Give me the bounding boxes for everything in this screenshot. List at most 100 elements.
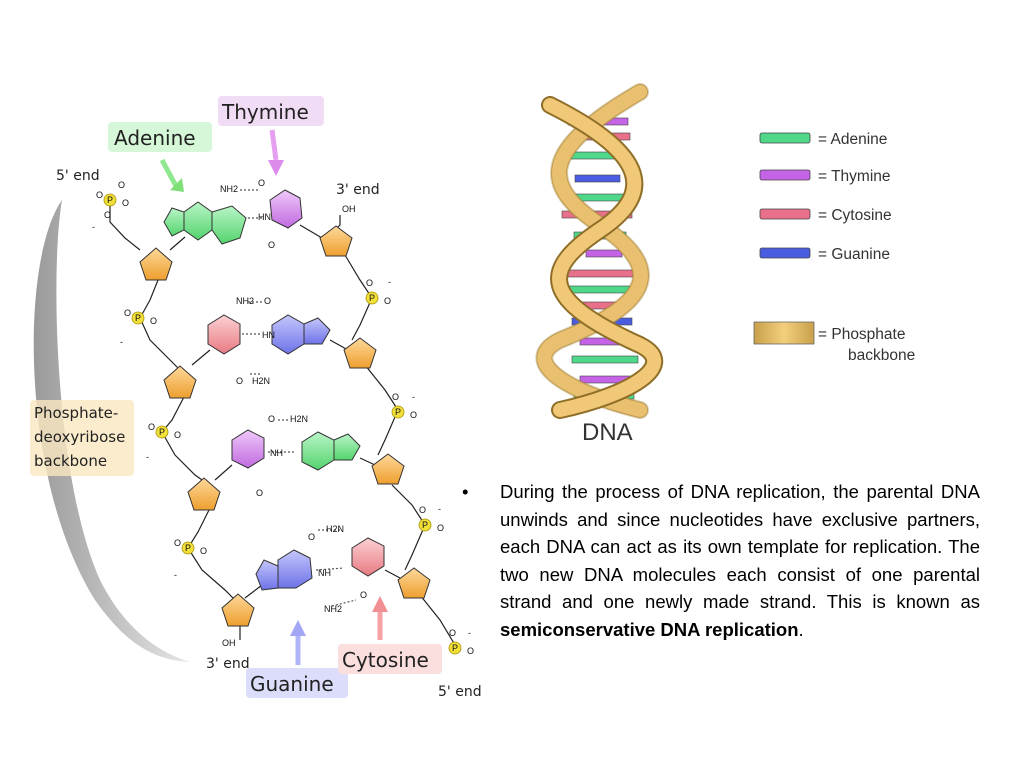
legend-label-adenine: = Adenine — [818, 131, 887, 148]
o-label: O — [360, 590, 367, 600]
o-label: O — [268, 240, 275, 250]
sugar-right-1 — [319, 225, 353, 257]
sugar-left-2 — [163, 365, 197, 399]
phosphate-4 — [181, 541, 195, 555]
chemical-structure: P P P P P P P P O O O O O O O O O O O O … — [30, 96, 482, 700]
o-label: O — [437, 523, 444, 533]
thymine-base-ring-2 — [231, 429, 265, 469]
o-label: O — [118, 180, 125, 190]
oh-label: OH — [342, 204, 356, 214]
glycosidic-bonds — [169, 224, 401, 599]
o-label: O — [467, 646, 474, 656]
guanine-imidazole-4 — [255, 559, 279, 591]
thymine-label-bg — [218, 96, 324, 126]
phosphate-5 — [365, 291, 379, 305]
hn-label: HN — [262, 330, 275, 340]
cytosine-base-ring-4 — [351, 537, 385, 577]
phosphate-p-labels: P P P P P P P P — [107, 195, 458, 653]
phosphate-oxygen-labels: O O O O O O O O O O O O O O O O O O — [96, 180, 474, 656]
p-label: P — [422, 520, 428, 530]
o-label: O — [264, 296, 271, 306]
charge-label: - — [438, 504, 441, 514]
sugar-left-3 — [187, 477, 221, 511]
legend-swatch-cytosine — [759, 208, 811, 220]
adenine-six-ring — [211, 205, 247, 245]
o-label: O — [96, 190, 103, 200]
o-label: O — [122, 198, 129, 208]
o-label: O — [449, 628, 456, 638]
o-label: O — [410, 410, 417, 420]
five-prime-end-top: 5' end — [56, 168, 100, 184]
guanine-imidazole-1 — [303, 317, 331, 345]
helix-title: DNA — [582, 419, 633, 446]
hn-label: HN — [258, 212, 271, 222]
three-prime-end-top: 3' end — [336, 182, 380, 198]
hydrogen-bonds — [240, 189, 357, 607]
description-tail: . — [798, 618, 804, 640]
o-label: O — [268, 414, 275, 424]
nh-label: NH — [270, 448, 283, 458]
o-label: O — [150, 316, 157, 326]
legend-label-backbone-1: = Phosphate — [818, 326, 905, 343]
o-label: O — [258, 178, 265, 188]
o-label: O — [124, 308, 131, 318]
cytosine-base-ring-1 — [207, 314, 241, 355]
guanine-label-bg — [246, 668, 348, 698]
o-label: O — [384, 296, 391, 306]
description-text: During the process of DNA replication, t… — [500, 478, 980, 643]
phosphate-7 — [418, 518, 432, 532]
phosphate-2 — [131, 311, 145, 325]
cytosine-label: Cytosine — [342, 648, 429, 672]
backbone-label-line-3: backbone — [34, 452, 107, 470]
charge-label: - — [174, 570, 177, 580]
thymine-arrow — [268, 129, 284, 176]
sugars — [139, 225, 431, 627]
charge-label: - — [468, 628, 471, 638]
legend-swatch-backbone — [753, 321, 815, 345]
nh2-label: NH2 — [324, 604, 342, 614]
oh-label: OH — [222, 638, 236, 648]
sugar-right-2 — [343, 337, 377, 369]
right-strand-bonds — [329, 215, 456, 646]
o-label: O — [256, 488, 263, 498]
legend-label-backbone-2: backbone — [848, 347, 915, 364]
description-body: During the process of DNA replication, t… — [500, 481, 980, 612]
charge-label: - — [412, 392, 415, 402]
nh2-label: NH2 — [236, 296, 254, 306]
p-label: P — [135, 313, 141, 323]
phosphate-3 — [155, 425, 169, 439]
legend-label-cytosine: = Cytosine — [818, 207, 892, 224]
legend-swatch-guanine — [759, 247, 811, 259]
o-label: O — [308, 532, 315, 542]
h2n-label: H2N — [252, 376, 270, 386]
legend-swatch-thymine — [759, 169, 811, 181]
three-prime-end-bottom: 3' end — [206, 656, 250, 672]
bullet-marker: • — [462, 481, 469, 502]
o-label: O — [236, 376, 243, 386]
charge-label: - — [388, 277, 391, 287]
o-label: O — [174, 430, 181, 440]
charge-label: - — [120, 337, 123, 347]
sugar-left-1 — [139, 247, 173, 281]
o-label: O — [104, 210, 111, 220]
nh-label: NH — [318, 568, 331, 578]
p-label: P — [452, 643, 458, 653]
cytosine-label-bg — [338, 644, 442, 674]
p-label: P — [159, 427, 165, 437]
phosphates — [103, 193, 462, 655]
backbone-label-bg — [30, 400, 134, 476]
five-prime-end-bottom: 5' end — [438, 684, 482, 700]
legend-swatch-adenine — [759, 132, 811, 144]
p-label: P — [369, 293, 375, 303]
guanine-arrow — [290, 620, 306, 665]
nh2-label: NH2 — [220, 184, 238, 194]
description-bullet: • During the process of DNA replication,… — [462, 478, 982, 643]
h2n-label: H2N — [326, 524, 344, 534]
thymine-label: Thymine — [221, 100, 309, 124]
adenine-arrow — [159, 158, 184, 192]
phosphate-6 — [391, 405, 405, 419]
base-chem-labels: NH2 O HN O OH NH2 O HN O H2N O H2N NH O … — [220, 178, 367, 648]
legend-label-thymine: = Thymine — [818, 168, 891, 185]
charge-label: - — [92, 222, 95, 232]
